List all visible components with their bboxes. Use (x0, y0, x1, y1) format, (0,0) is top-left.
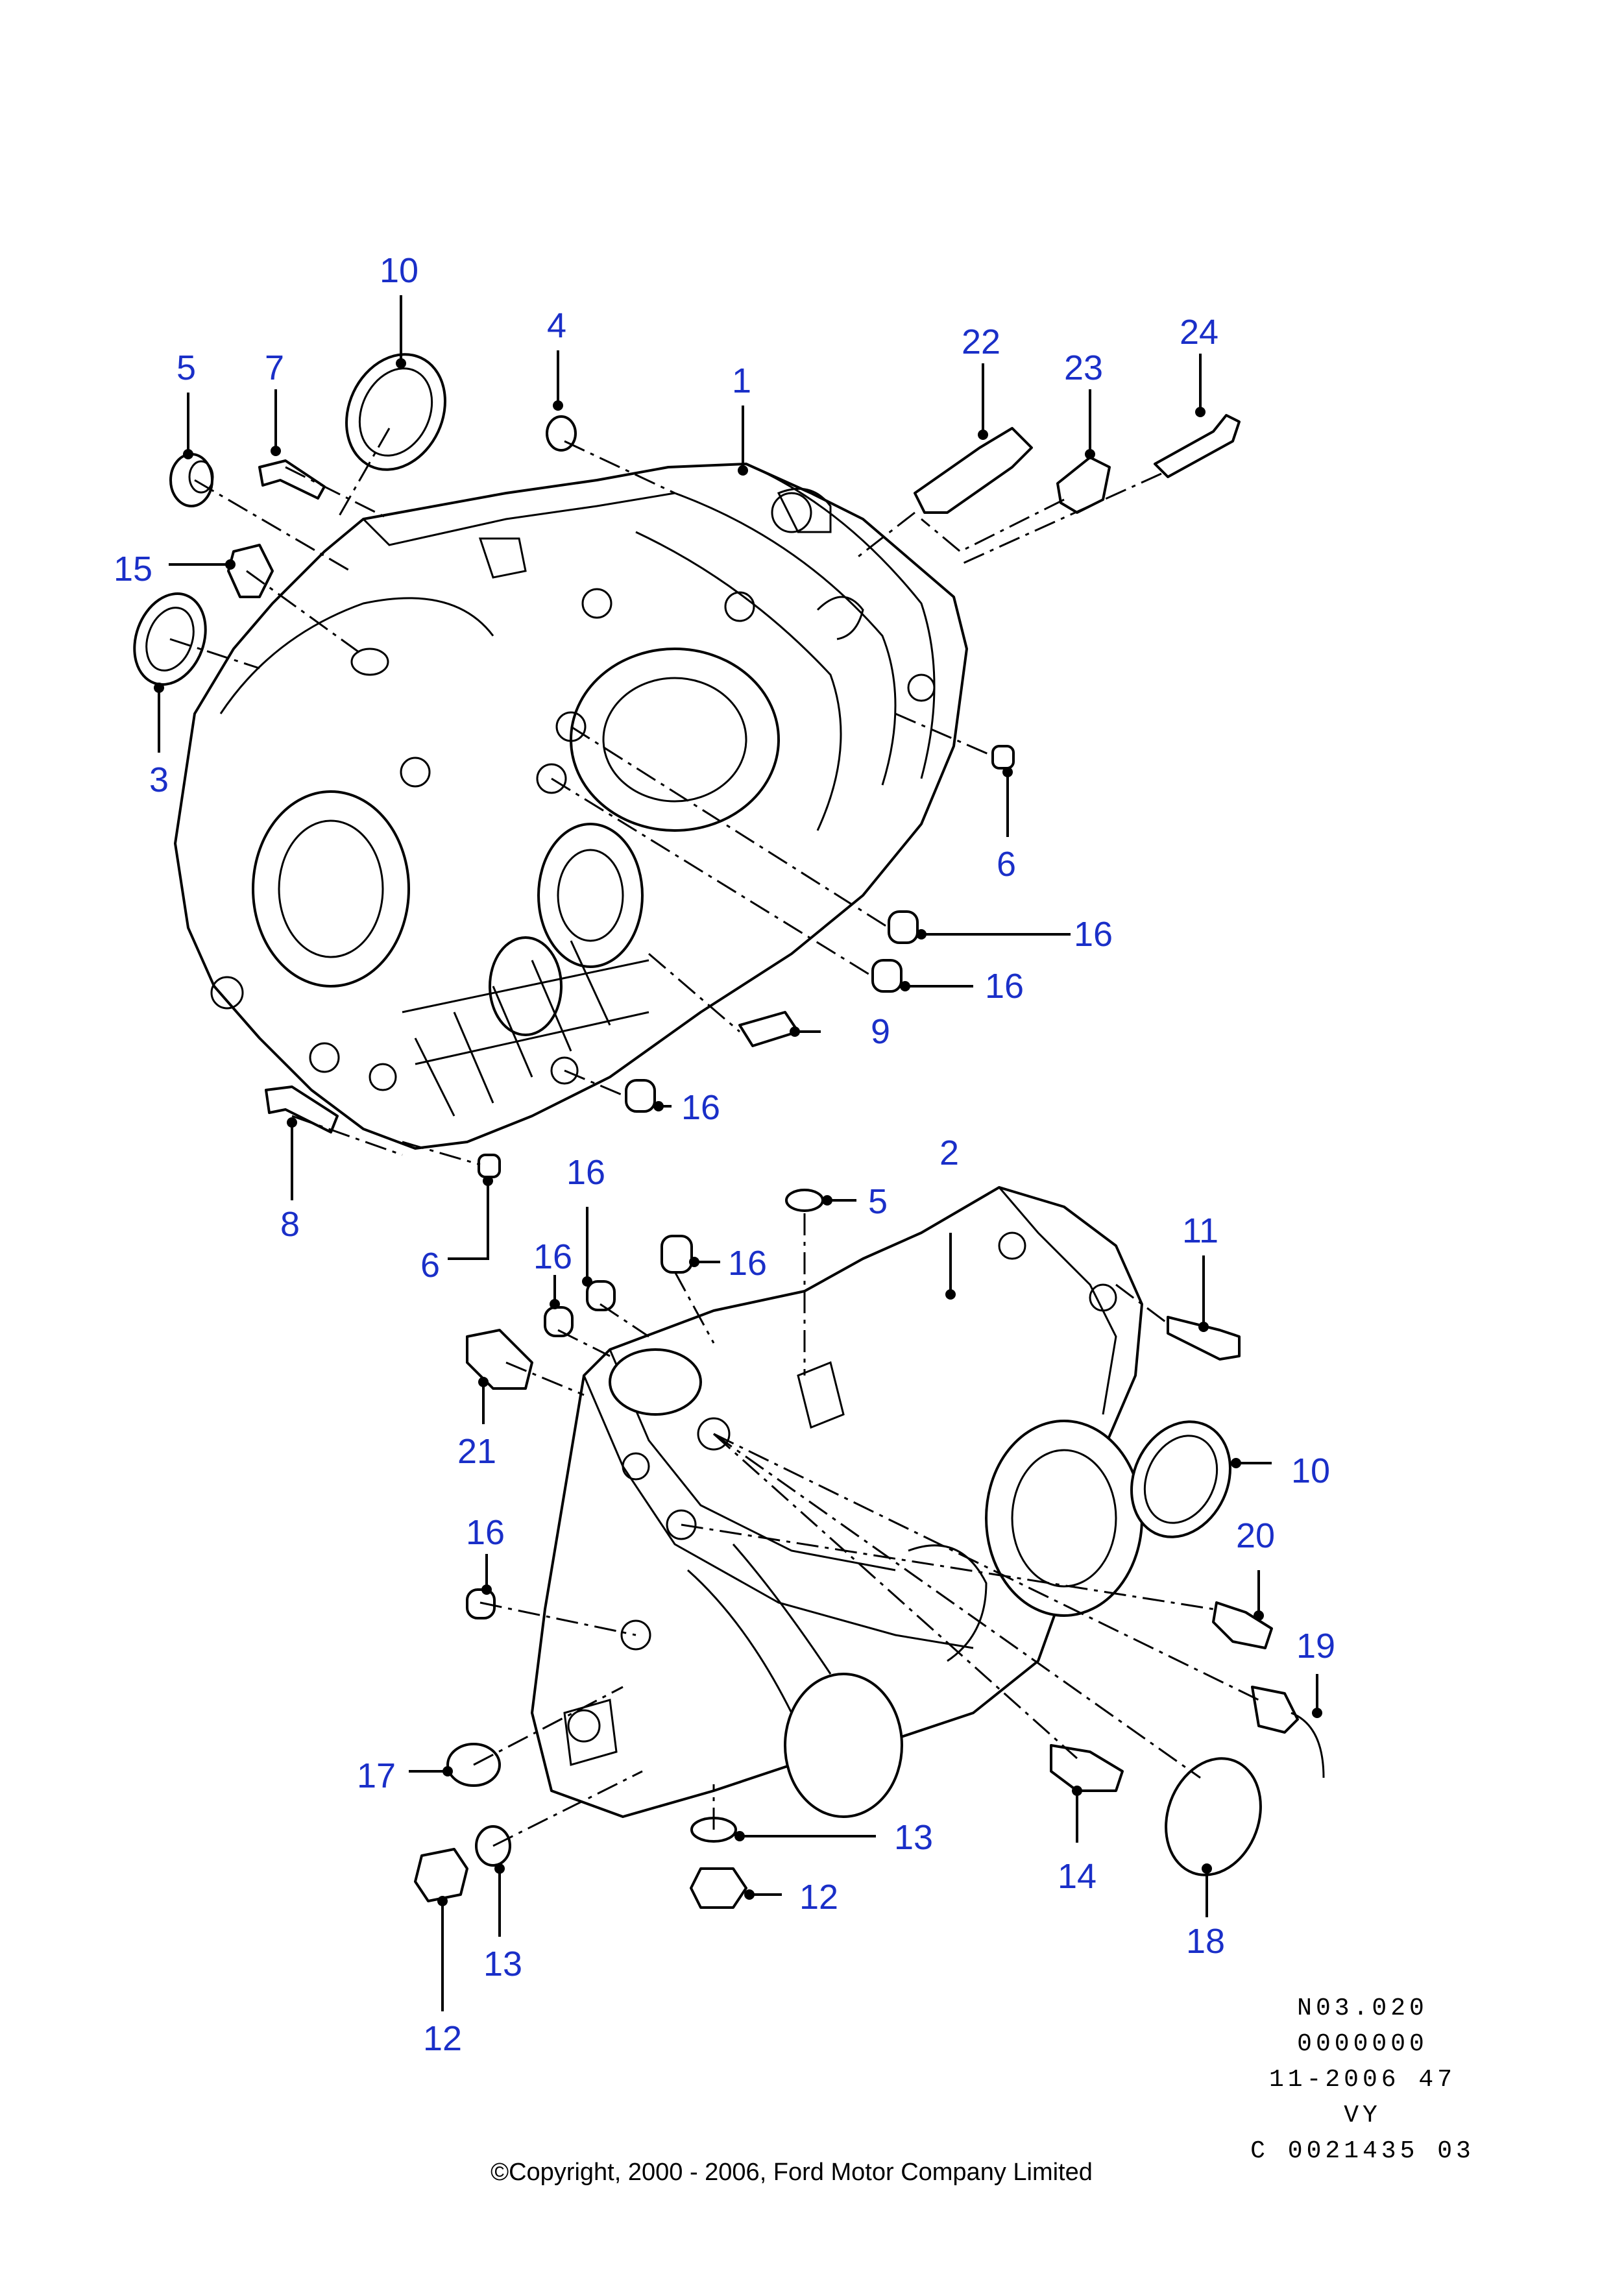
callout-20: 20 (1236, 1516, 1275, 1555)
callout-2: 2 (939, 1133, 959, 1172)
callout-23: 23 (1064, 348, 1103, 387)
callout-labels: 1 10 4 5 7 22 23 24 15 3 6 16 16 9 16 8 … (114, 251, 1335, 2058)
callout-16-a: 16 (1074, 915, 1113, 954)
callout-9: 9 (871, 1012, 890, 1051)
leader-lines (154, 295, 1322, 2011)
dowel-icon (586, 1280, 616, 1311)
switch-icon (1056, 456, 1111, 514)
callout-24: 24 (1180, 313, 1218, 352)
bolt-icon (1154, 414, 1241, 478)
bolt-icon (258, 459, 326, 500)
dowel-icon (888, 910, 919, 944)
small-parts (133, 353, 1325, 1909)
cover-icon (1165, 1757, 1262, 1876)
dowel-icon (544, 1306, 574, 1337)
dowel-icon (871, 959, 903, 993)
sleeve-icon (785, 1189, 824, 1212)
clutch-housing-drawing (174, 463, 968, 1150)
drain-plug-icon (690, 1867, 747, 1909)
dowel-icon (478, 1154, 501, 1178)
callout-21: 21 (457, 1432, 496, 1471)
callout-7: 7 (265, 348, 284, 387)
callout-16-b: 16 (985, 967, 1024, 1006)
bolt-icon (265, 1085, 339, 1133)
callout-16-e: 16 (728, 1244, 767, 1283)
plug-icon (227, 544, 274, 598)
callout-18: 18 (1186, 1922, 1225, 1961)
callout-13-right: 13 (894, 1818, 933, 1857)
callout-11: 11 (1182, 1211, 1218, 1250)
sender-icon (466, 1329, 533, 1390)
callout-19: 19 (1296, 1627, 1335, 1666)
dowel-icon (991, 745, 1015, 770)
callout-15: 15 (114, 550, 152, 588)
callout-8: 8 (280, 1205, 300, 1244)
dowel-icon (466, 1588, 496, 1619)
transmission-housing-drawing (531, 1186, 1143, 1818)
callout-5-bottom: 5 (868, 1182, 888, 1221)
callout-6-bottom: 6 (420, 1246, 440, 1285)
seal-icon (345, 353, 446, 471)
reference-line-5: C 0021435 03 (1250, 2137, 1475, 2165)
reference-line-3: 11-2006 47 (1269, 2066, 1456, 2094)
switch-icon (1050, 1744, 1124, 1792)
callout-13-left: 13 (483, 1945, 522, 1983)
callout-5-top: 5 (176, 348, 196, 387)
dowel-icon (661, 1235, 693, 1274)
callout-17: 17 (357, 1756, 396, 1795)
callout-16-d: 16 (566, 1153, 605, 1192)
callout-22: 22 (962, 322, 1000, 361)
assembly-lines (169, 428, 1259, 1847)
callout-14: 14 (1058, 1857, 1097, 1896)
reference-line-4: VY (1344, 2102, 1381, 2129)
reference-line-2: 0000000 (1297, 2030, 1428, 2058)
callout-16-f: 16 (533, 1237, 572, 1276)
bolt-icon (1167, 1316, 1241, 1361)
callout-1: 1 (732, 361, 751, 400)
sensor-icon (1251, 1686, 1299, 1734)
clip-icon (546, 415, 577, 452)
reference-block: N03.020 0000000 11-2006 47 VY C 0021435 … (1250, 1994, 1475, 2165)
seal-icon (1130, 1420, 1231, 1538)
callout-10-bottom: 10 (1291, 1451, 1330, 1490)
dowel-icon (625, 1079, 656, 1113)
callout-3: 3 (149, 760, 169, 799)
callout-6-top: 6 (997, 845, 1016, 884)
callout-16-c: 16 (681, 1088, 720, 1127)
callout-10-top: 10 (380, 251, 418, 290)
callout-16-g: 16 (466, 1513, 505, 1552)
callout-12-left: 12 (423, 2019, 462, 2058)
callout-4: 4 (547, 306, 566, 345)
sensor-icon (914, 427, 1033, 514)
reference-line-1: N03.020 (1297, 1994, 1428, 2022)
drain-plug-icon (414, 1848, 468, 1902)
magnet-icon (738, 1011, 799, 1047)
switch-icon (1212, 1601, 1273, 1649)
callout-12-right: 12 (799, 1878, 838, 1917)
copyright-notice: ©Copyright, 2000 - 2006, Ford Motor Comp… (491, 2159, 1093, 2186)
